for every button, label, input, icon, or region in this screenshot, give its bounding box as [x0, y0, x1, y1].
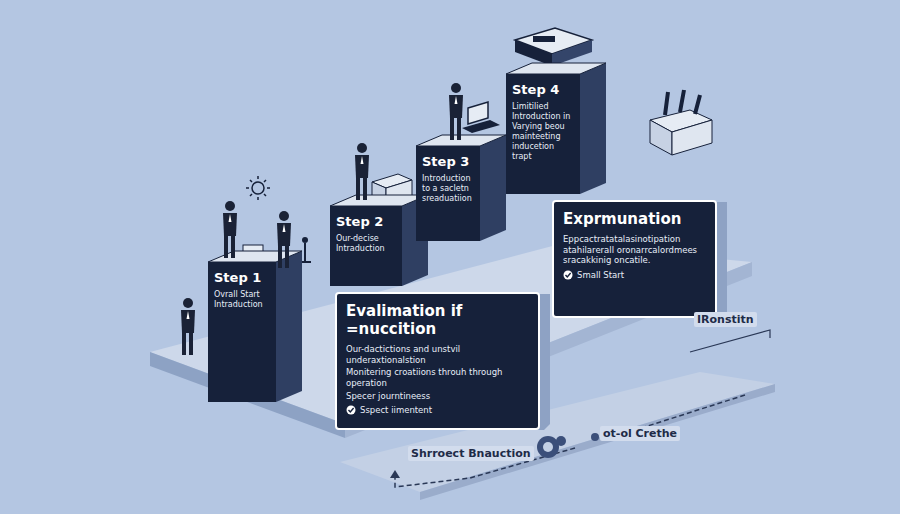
- body-text: Sspect iimentent: [360, 405, 432, 416]
- caption-label: Shrroect Bnauction: [408, 446, 534, 461]
- body-text: Introduction to a sacletn sreaduatiion: [422, 174, 474, 204]
- body-text: Our-decise Intraduction: [336, 234, 396, 254]
- heading: Step 3: [422, 154, 474, 170]
- body-text: Ovrall Start Intraduction: [214, 290, 270, 310]
- block-side: [480, 135, 506, 241]
- person-figure: [181, 298, 195, 355]
- body-text: Specer journtineess: [346, 391, 529, 402]
- idea-icon: [246, 176, 270, 200]
- block-top: [330, 195, 428, 206]
- info-panel: ExprmunationEppcactratatalasinotipation …: [552, 200, 717, 318]
- person-figure: [355, 143, 369, 200]
- person-figure: [449, 83, 463, 140]
- flow-arrowhead: [390, 470, 400, 478]
- laptop-icon: [462, 102, 500, 133]
- stand-icon: [302, 237, 308, 243]
- body-text: Our-dactictions and unstvil underaxtiona…: [346, 344, 529, 365]
- caption-label: ot-ol Crethe: [600, 426, 680, 441]
- block-top: [506, 63, 606, 74]
- heading: Step 2: [336, 214, 396, 230]
- block-side: [276, 251, 302, 402]
- tools-icon: [650, 90, 712, 155]
- check-row: Small Start: [563, 268, 706, 283]
- heading: Exprmunation: [563, 210, 706, 228]
- body-text: Eppcactratatalasinotipation atahilareral…: [563, 234, 706, 266]
- step-block: Step 3 Introduction to a sacletn sreaduat…: [416, 146, 480, 241]
- block-side: [580, 63, 606, 194]
- body-text: Small Start: [577, 270, 624, 281]
- heading: Step 1: [214, 270, 270, 286]
- step-block: Step 2 Our-decise Intraduction: [330, 206, 402, 286]
- heading: Evalimation if =nuccition: [346, 302, 529, 338]
- body-text: Limitilied Introduction in Varying beou …: [512, 102, 574, 162]
- check-icon: [563, 270, 573, 280]
- heading: Step 4: [512, 82, 574, 98]
- machine-icon: [515, 28, 592, 66]
- info-panel: Evalimation if =nuccitionOur-dactictions…: [335, 292, 540, 430]
- caption-label: IRonstitn: [694, 312, 757, 327]
- step-block: Step 1 Ovrall Start Intraduction: [208, 262, 276, 402]
- check-icon: [346, 405, 356, 415]
- person-figure: [223, 201, 237, 258]
- body-text: Monitering croatiions throuh through ope…: [346, 367, 529, 388]
- step-block: Step 4 Limitilied Introduction in Varying…: [506, 74, 580, 194]
- bracket-line: [690, 330, 770, 352]
- gear-icon: [537, 436, 566, 458]
- check-row: Sspect iimentent: [346, 403, 529, 418]
- person-figure: [277, 211, 291, 268]
- dot: [591, 433, 599, 441]
